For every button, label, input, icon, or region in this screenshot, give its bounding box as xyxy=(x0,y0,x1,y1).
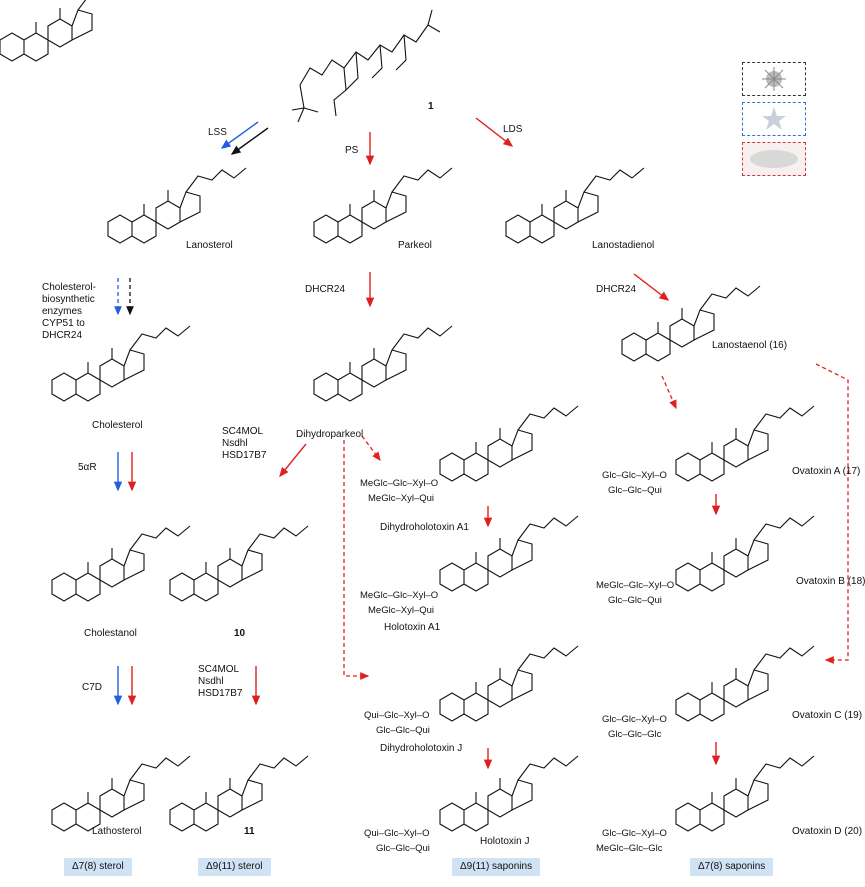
arrow-lds xyxy=(475,117,514,147)
arrow-dhp-j xyxy=(343,440,370,680)
dihydroholotoxin-j-structure xyxy=(439,645,579,722)
sugar-dhj-bottom: Glc–Glc–Qui xyxy=(376,725,430,736)
label-dihydroholotoxin-a1: Dihydroholotoxin A1 xyxy=(380,522,469,533)
enzyme-5ar: 5αR xyxy=(78,462,97,473)
compound-11-structure xyxy=(169,755,309,832)
label-compound-11: 11 xyxy=(244,826,255,837)
label-parkeol: Parkeol xyxy=(398,240,432,251)
sugar-hj-top: Qui–Glc–Xyl–O xyxy=(364,828,430,839)
label-cholesterol: Cholesterol xyxy=(92,420,143,431)
lanosterol-structure xyxy=(107,167,247,244)
badge-d911-saponins: Δ9(11) saponins xyxy=(452,858,541,876)
label-ovatoxin-c: Ovatoxin C (19) xyxy=(792,710,863,721)
compound-1-label: 1 xyxy=(428,101,434,112)
arrow-dhcr24-b xyxy=(633,273,670,301)
sugar-hj-bottom: Glc–Glc–Qui xyxy=(376,843,430,854)
label-dihydroholotoxin-j: Dihydroholotoxin J xyxy=(380,743,463,754)
sugar-dhj-top: Qui–Glc–Xyl–O xyxy=(364,710,430,721)
sugar-ha1-top: MeGlc–Glc–Xyl–O xyxy=(360,590,439,601)
sugar-ova-d-top: Glc–Glc–Xyl–O xyxy=(602,828,667,839)
enzyme-lds: LDS xyxy=(503,124,523,135)
enzyme-ps: PS xyxy=(345,145,359,156)
label-lanosterol: Lanosterol xyxy=(186,240,233,251)
enzyme-dhcr24-a: DHCR24 xyxy=(305,284,346,295)
enzyme-sc4mol-b: SC4MOL Nsdhl HSD17B7 xyxy=(198,664,243,699)
label-lanostaenol: Lanostaenol (16) xyxy=(712,340,788,351)
starfish-icon xyxy=(762,107,786,130)
enzyme-c7d: C7D xyxy=(82,682,103,693)
label-ovatoxin-d: Ovatoxin D (20) xyxy=(792,826,863,837)
label-holotoxin-j: Holotoxin J xyxy=(480,836,530,847)
label-holotoxin-a1: Holotoxin A1 xyxy=(384,622,441,633)
enzyme-sc4mol-a: SC4MOL Nsdhl HSD17B7 xyxy=(222,426,267,461)
sea-urchin-icon xyxy=(762,67,786,91)
squalene-epoxide-structure xyxy=(291,9,441,123)
badge-d78-sterol: Δ7(8) sterol xyxy=(64,858,132,876)
parkeol-structure xyxy=(313,167,453,244)
ovatoxin-d-structure xyxy=(675,755,815,832)
holotoxin-j-structure xyxy=(439,755,579,832)
enzyme-lss: LSS xyxy=(208,127,227,138)
compound-10-structure xyxy=(169,525,309,602)
dihydroholotoxin-a1-structure xyxy=(439,405,579,482)
sugar-ha1-bottom: MeGlc–Xyl–Qui xyxy=(368,605,434,616)
arrow-ova-a xyxy=(661,375,677,410)
enzyme-cholesterol-biosynthetic: Cholesterol-biosynthetic enzymes CYP51 t… xyxy=(42,282,96,341)
sea-cucumber-icon xyxy=(750,150,798,168)
dihydroparkeol-structure xyxy=(313,325,453,402)
lathosterol-structure xyxy=(51,755,191,832)
arrow-lss-black xyxy=(230,127,269,155)
sugar-dha1-bottom: MeGlc–Xyl–Qui xyxy=(368,493,434,504)
arrow-ova-c xyxy=(815,363,849,664)
sugar-ova-b-top: MeGlc–Glc–Xyl–O xyxy=(596,580,675,591)
label-compound-10: 10 xyxy=(234,628,246,639)
sea-cucumber-thumbnail xyxy=(742,142,806,176)
badge-d911-sterol: Δ9(11) sterol xyxy=(198,858,271,876)
arrow-dhp-a1 xyxy=(361,435,381,462)
label-dihydroparkeol: Dihydroparkeol xyxy=(296,429,364,440)
badge-d78-saponins: Δ7(8) saponins xyxy=(690,858,774,876)
lanostadienol-structure xyxy=(505,167,645,244)
label-lanostadienol: Lanostadienol xyxy=(592,240,655,251)
cholestanol-structure xyxy=(51,525,191,602)
ovatoxin-b-structure xyxy=(675,515,815,592)
sugar-dha1-top: MeGlc–Glc–Xyl–O xyxy=(360,478,439,489)
sugar-ova-a-top: Glc–Glc–Xyl–O xyxy=(602,470,667,481)
sugar-ova-b-bottom: Glc–Glc–Qui xyxy=(608,595,662,606)
label-ovatoxin-b: Ovatoxin B (18) xyxy=(796,576,865,587)
sugar-ova-c-bottom: Glc–Glc–Glc xyxy=(608,729,662,740)
sugar-ova-c-top: Glc–Glc–Xyl–O xyxy=(602,714,667,725)
arrow-sc4-a xyxy=(279,443,307,478)
label-cholestanol: Cholestanol xyxy=(84,628,137,639)
label-lathosterol: Lathosterol xyxy=(92,826,142,837)
enzyme-dhcr24-b: DHCR24 xyxy=(596,284,637,295)
sugar-ova-d-bottom: MeGlc–Glc–Glc xyxy=(596,843,663,854)
sugar-ova-a-bottom: Glc–Glc–Qui xyxy=(608,485,662,496)
label-ovatoxin-a: Ovatoxin A (17) xyxy=(792,466,861,477)
starfish-thumbnail xyxy=(742,102,806,136)
sea-urchin-thumbnail xyxy=(742,62,806,96)
arrow-lss-blue xyxy=(220,121,259,149)
